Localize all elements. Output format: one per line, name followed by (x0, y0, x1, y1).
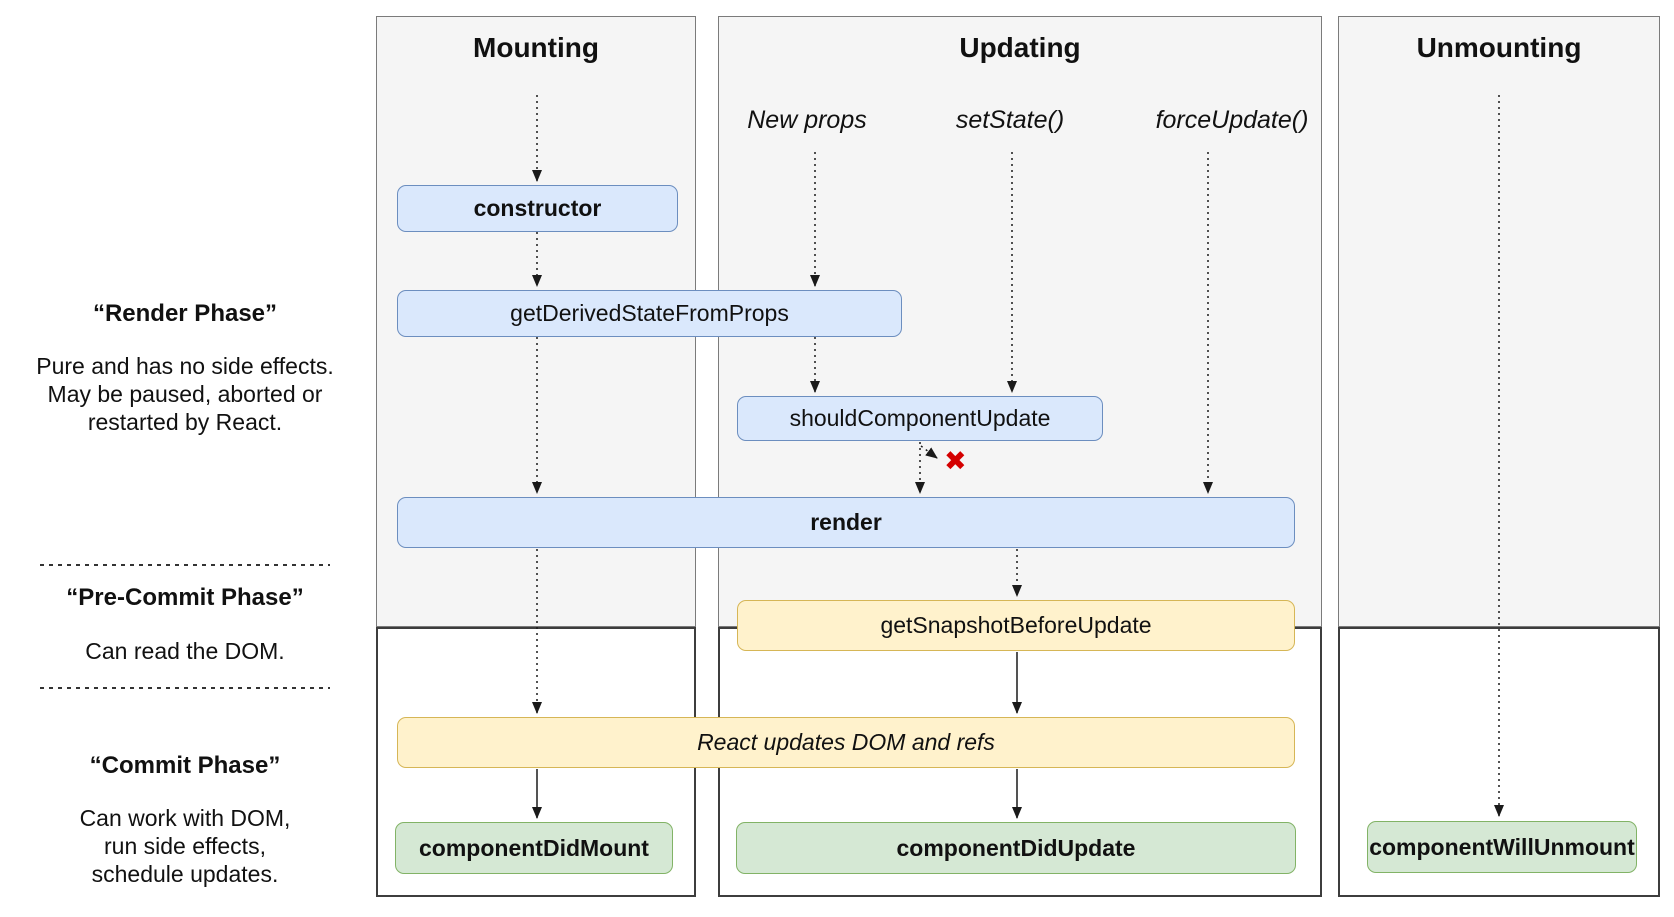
mounting-column-title: Mounting (473, 32, 599, 63)
pre-commit-phase-title: “Pre-Commit Phase” (66, 584, 304, 611)
trigger-set-state: setState() (955, 106, 1065, 134)
phase-description-line: schedule updates. (91, 861, 279, 887)
phase-description-line: May be paused, aborted or (47, 381, 323, 407)
react-updates-dom-box: React updates DOM and refs (397, 717, 1295, 768)
should-component-update-box: shouldComponentUpdate (737, 396, 1103, 441)
trigger-force-update: forceUpdate() (1155, 106, 1309, 134)
component-did-mount-box: componentDidMount (395, 822, 673, 874)
phase-divider-bottom (40, 687, 330, 689)
unmounting-column-title: Unmounting (1416, 32, 1582, 63)
constructor-box: constructor (397, 185, 678, 232)
halt-x-icon: ✖ (944, 446, 967, 476)
phase-description-line: Pure and has no side effects. (36, 353, 334, 379)
unmounting-render-phase-panel (1338, 16, 1660, 627)
render-phase-description: Pure and has no side effects. May be pau… (20, 352, 350, 436)
phase-divider-top (40, 564, 330, 566)
phase-description-line: Can read the DOM. (85, 638, 285, 664)
phase-description-line: run side effects, (104, 833, 266, 859)
component-did-update-box: componentDidUpdate (736, 822, 1296, 874)
phase-description-line: Can work with DOM, (79, 805, 291, 831)
render-phase-title: “Render Phase” (92, 300, 278, 327)
pre-commit-phase-description: Can read the DOM. (20, 637, 350, 665)
component-will-unmount-box: componentWillUnmount (1367, 821, 1637, 873)
commit-phase-description: Can work with DOM, run side effects, sch… (20, 804, 350, 888)
get-derived-state-box: getDerivedStateFromProps (397, 290, 902, 337)
trigger-new-props: New props (747, 106, 867, 134)
render-box: render (397, 497, 1295, 548)
phase-description-line: restarted by React. (87, 409, 283, 435)
get-snapshot-box: getSnapshotBeforeUpdate (737, 600, 1295, 651)
updating-column-title: Updating (959, 32, 1081, 63)
commit-phase-title: “Commit Phase” (89, 752, 281, 779)
